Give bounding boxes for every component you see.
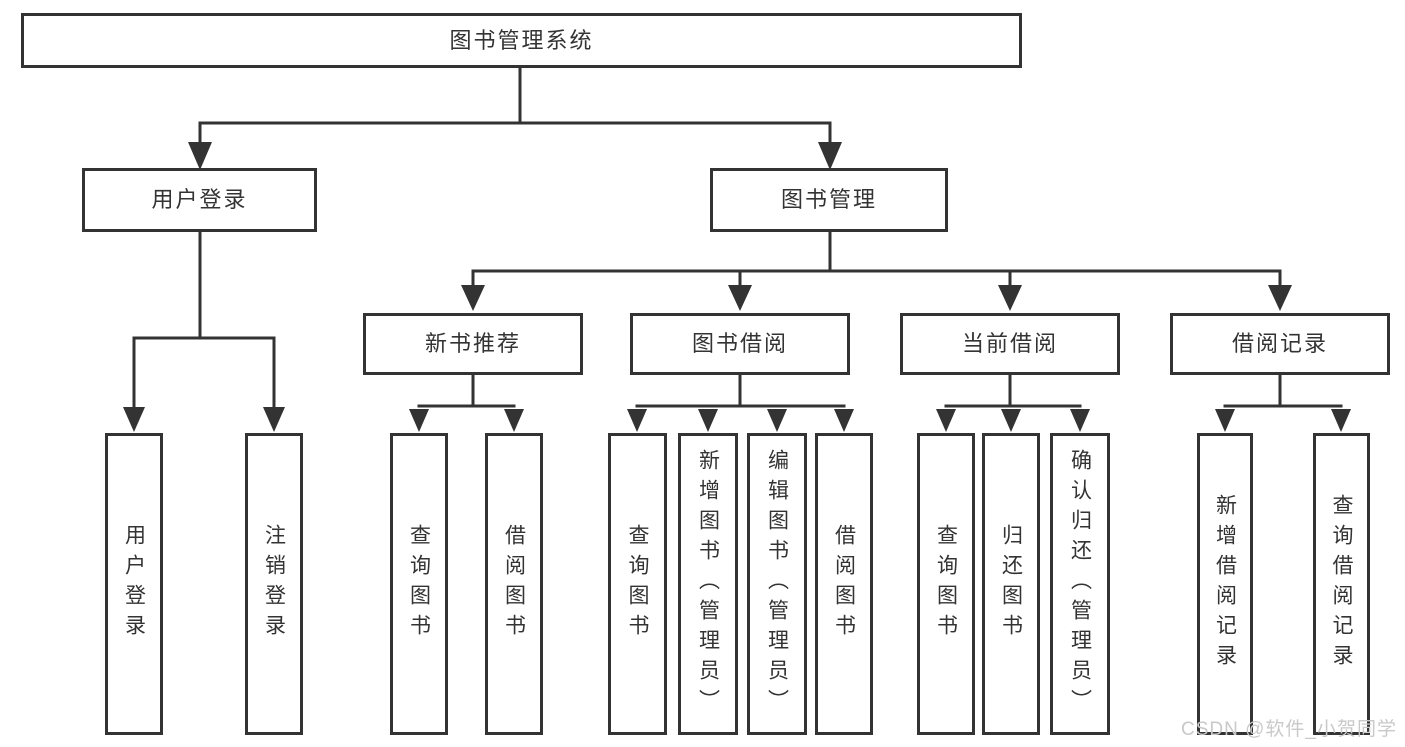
leaf-add-borrow-record: 新增借阅记录 — [1197, 433, 1253, 735]
leaf-add-books-admin: 新增图书（管理员） — [678, 433, 738, 735]
leaf-borrow-books-borrowing: 借阅图书 — [815, 433, 873, 735]
csdn-watermark: CSDN @软件_小贺同学 — [1181, 719, 1397, 740]
node-book-borrowing: 图书借阅 — [630, 313, 850, 375]
leaf-query-books-recommend: 查询图书 — [390, 433, 448, 735]
node-new-book-recommend: 新书推荐 — [363, 313, 583, 375]
leaf-confirm-return-admin: 确认归还（管理员） — [1050, 433, 1110, 735]
leaf-borrow-books-recommend: 借阅图书 — [485, 433, 543, 735]
node-user-login: 用户登录 — [82, 168, 317, 232]
leaf-logout: 注销登录 — [245, 433, 303, 735]
node-book-management: 图书管理 — [710, 168, 948, 232]
node-root-system: 图书管理系统 — [21, 13, 1022, 68]
node-borrowing-records: 借阅记录 — [1170, 313, 1390, 375]
leaf-query-borrow-record: 查询借阅记录 — [1313, 433, 1370, 735]
leaf-return-books: 归还图书 — [982, 433, 1040, 735]
leaf-query-books-borrowing: 查询图书 — [608, 433, 667, 735]
leaf-edit-books-admin: 编辑图书（管理员） — [747, 433, 807, 735]
node-current-borrowing: 当前借阅 — [900, 313, 1120, 375]
leaf-query-books-current: 查询图书 — [917, 433, 975, 735]
leaf-user-login: 用户登录 — [105, 433, 163, 735]
